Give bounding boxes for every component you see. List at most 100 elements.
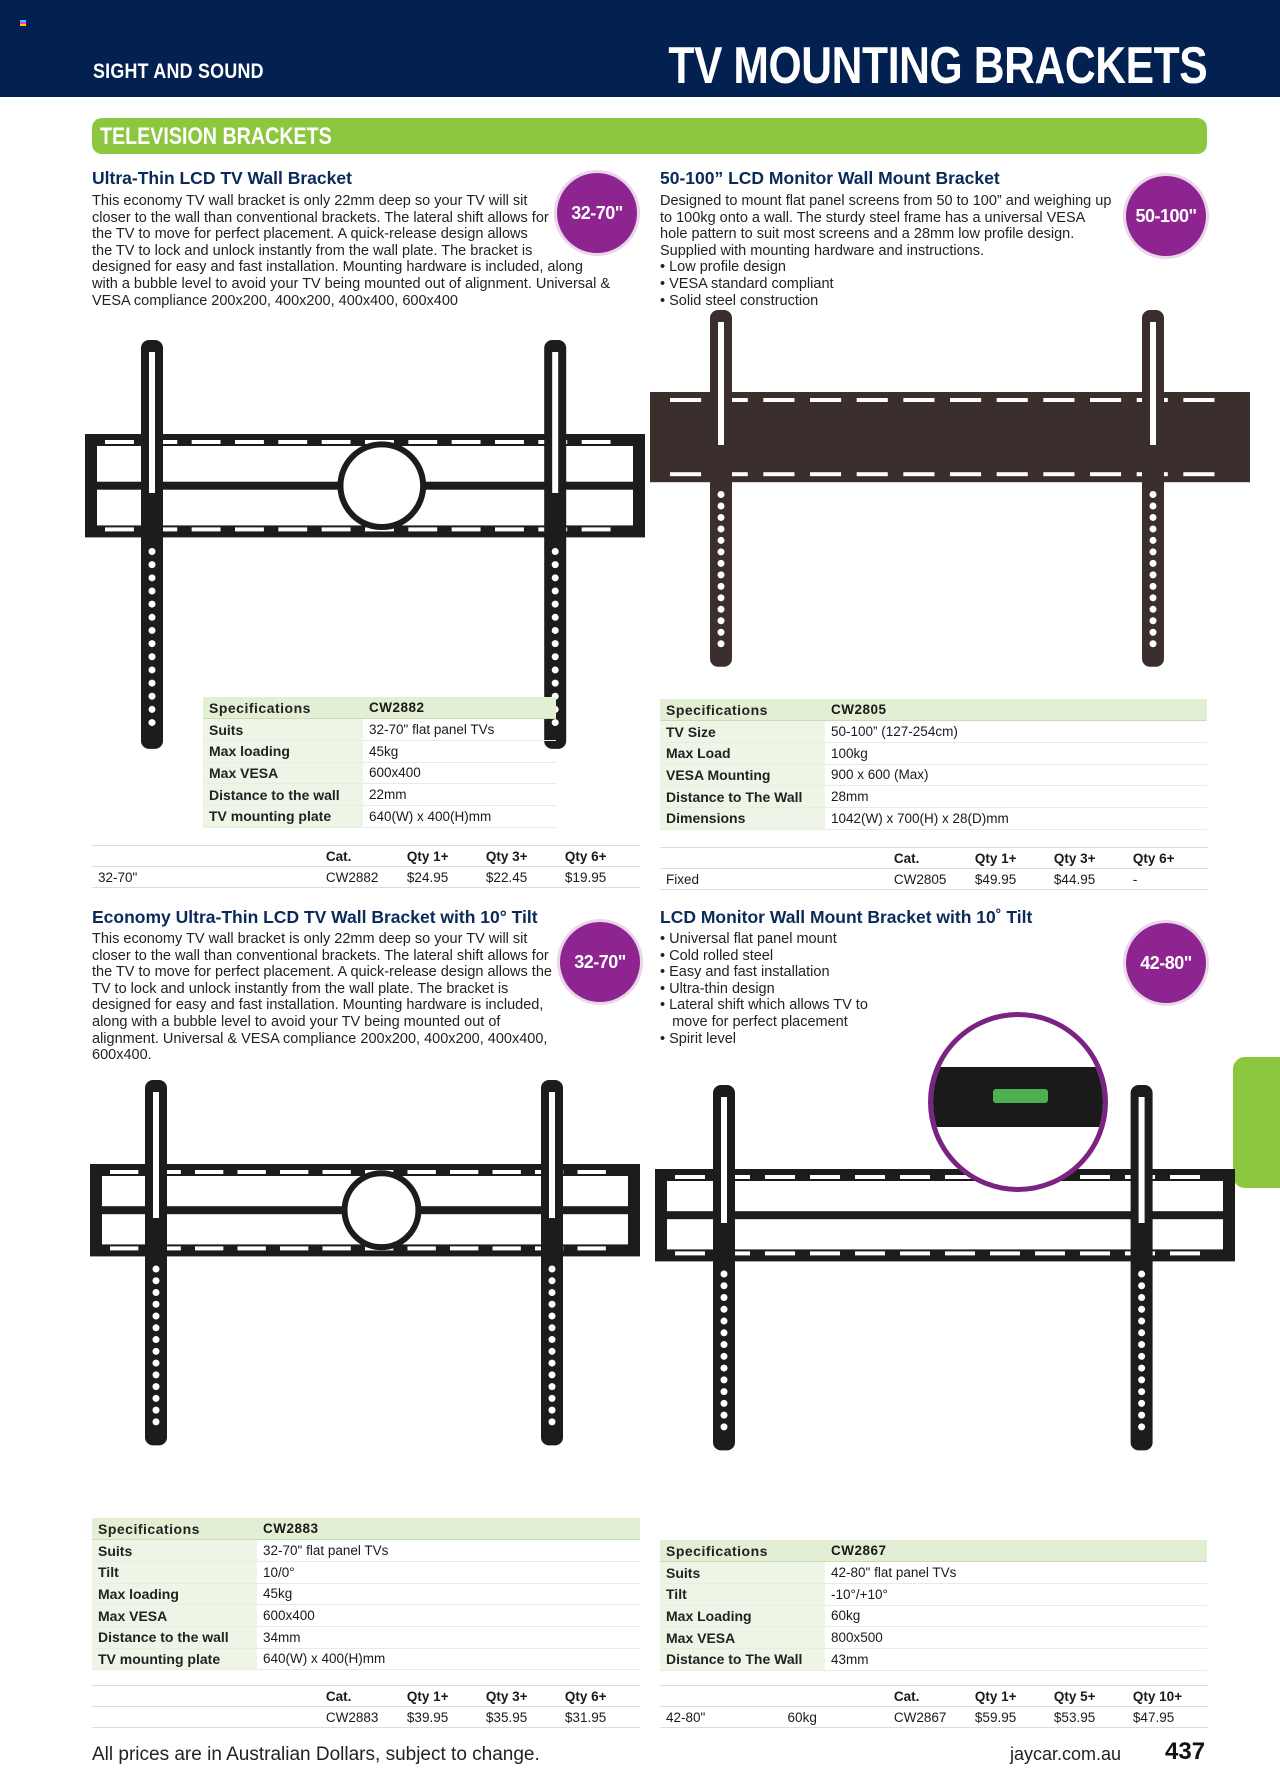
spec-label: Specifications [92, 1518, 257, 1541]
page-header [0, 0, 1280, 97]
bracket-product-image [90, 1080, 640, 1446]
price-cell: $24.95 [400, 866, 480, 888]
spec-value: CW2867 [825, 1540, 1207, 1563]
feature-item: • Easy and fast installation [660, 964, 830, 981]
price-cell [92, 845, 214, 867]
price-cell: Qty 1+ [968, 847, 1048, 869]
spec-label: Suits [660, 1561, 825, 1584]
product-title: Economy Ultra-Thin LCD TV Wall Bracket w… [92, 907, 538, 927]
price-cell: 32-70" [92, 866, 214, 888]
spec-value: 50-100” (127-254cm) [825, 720, 1207, 743]
spec-value: CW2883 [257, 1518, 640, 1541]
price-cell: CW2882 [319, 866, 401, 888]
spec-label: Suits [203, 718, 363, 741]
spec-value: CW2882 [363, 697, 556, 720]
bracket-product-image [85, 340, 645, 749]
spec-value: 10/0° [257, 1561, 640, 1584]
size-badge: 50-100" [1126, 176, 1206, 256]
product-description-block: This economy TV wall bracket is only 22m… [92, 193, 612, 309]
feature-list: • Universal flat panel mount• Cold rolle… [660, 931, 960, 1047]
registration-mark [20, 20, 26, 26]
price-cell: Qty 6+ [558, 1685, 640, 1707]
product-title: Ultra-Thin LCD TV Wall Bracket [92, 168, 352, 188]
spec-label: Specifications [660, 1540, 825, 1563]
spec-value: 34mm [257, 1626, 640, 1649]
feature-item: • VESA standard compliant [660, 275, 834, 292]
product-description-block: This economy TV wall bracket is only 22m… [92, 931, 562, 1064]
spec-label: Dimensions [660, 807, 825, 830]
price-cell [92, 1685, 214, 1707]
spec-label: Max Loading [660, 1605, 825, 1628]
spec-value: 900 x 600 (Max) [825, 764, 1207, 787]
price-cell: $47.95 [1126, 1706, 1208, 1728]
spec-label: Max loading [92, 1583, 257, 1606]
price-cell: Cat. [319, 845, 401, 867]
price-cell: $39.95 [400, 1706, 480, 1728]
spec-label: Max VESA [660, 1626, 825, 1649]
bubble-level-icon [993, 1089, 1048, 1103]
price-cell: $19.95 [558, 866, 640, 888]
price-disclaimer: All prices are in Australian Dollars, su… [92, 1744, 540, 1765]
spec-value: 100kg [825, 742, 1207, 765]
website-link[interactable]: jaycar.com.au [1010, 1744, 1122, 1764]
category-bar: TELEVISION BRACKETS [92, 118, 1207, 154]
feature-item: • Cold rolled steel [660, 947, 774, 964]
price-cell: Qty 10+ [1126, 1685, 1208, 1707]
product-description-block: • Universal flat panel mount• Cold rolle… [660, 931, 960, 1047]
spec-value: 60kg [825, 1605, 1207, 1628]
price-cell: - [1126, 868, 1208, 890]
price-header-row: Cat.Qty 1+Qty 5+Qty 10+ [660, 1685, 1208, 1707]
price-header-row: Cat.Qty 1+Qty 3+Qty 6+ [660, 847, 1208, 869]
price-cell [781, 868, 888, 890]
product-title: 50-100” LCD Monitor Wall Mount Bracket [660, 168, 1000, 188]
price-cell [660, 847, 782, 869]
spec-label: Max Load [660, 742, 825, 765]
price-row: 32-70"CW2882$24.95$22.45$19.95 [92, 866, 640, 888]
feature-item: • Universal flat panel mount [660, 931, 837, 947]
spec-label: Specifications [203, 697, 363, 720]
price-cell: Qty 3+ [479, 1685, 559, 1707]
price-cell: $44.95 [1047, 868, 1127, 890]
spirit-level-closeup [928, 1012, 1108, 1192]
price-cell: $53.95 [1047, 1706, 1127, 1728]
spec-value: 640(W) x 400(H)mm [363, 805, 556, 828]
price-cell: Qty 6+ [1126, 847, 1208, 869]
spec-value: 45kg [257, 1583, 640, 1606]
spec-label: VESA Mounting [660, 764, 825, 787]
feature-item: • Low profile design [660, 259, 786, 276]
side-tab[interactable] [1233, 1057, 1280, 1188]
feature-item: • Spirit level [660, 1030, 736, 1047]
spec-value: 43mm [825, 1648, 1207, 1671]
feature-item: move for perfect placement [660, 1013, 848, 1030]
price-cell: CW2805 [887, 868, 969, 890]
feature-list: • Low profile design• VESA standard comp… [660, 259, 1115, 309]
price-cell: Qty 1+ [400, 845, 480, 867]
price-cell: Fixed [660, 868, 782, 890]
product-description-block: Designed to mount flat panel screens fro… [660, 193, 1115, 309]
price-cell: $59.95 [968, 1706, 1048, 1728]
price-table: Cat.Qty 1+Qty 3+Qty 6+32-70"CW2882$24.95… [92, 845, 640, 888]
price-cell: Qty 5+ [1047, 1685, 1127, 1707]
level-bar [933, 1067, 1103, 1127]
spec-label: Distance to The Wall [660, 1648, 825, 1671]
